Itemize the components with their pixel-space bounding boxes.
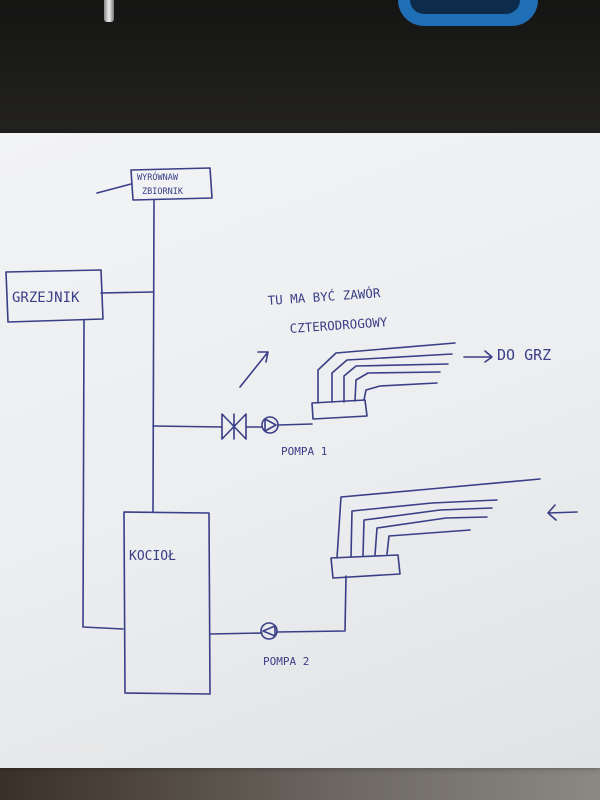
expansion-tank-box	[130, 167, 213, 201]
pump-1-triangle	[264, 418, 277, 432]
valve-note-line2: CZTERODROGOWY	[289, 314, 388, 336]
four-way-valve-icon	[221, 413, 247, 440]
pipe-pump-to-manifold	[277, 423, 313, 426]
pump-2-label: POMPA 2	[263, 655, 309, 668]
radiator-box	[5, 269, 104, 323]
riser-pipe	[152, 199, 155, 513]
return-arrow-icon	[547, 504, 578, 521]
tank-label-line2: ZBIORNIK	[142, 187, 184, 197]
branch-pipe-upper	[152, 425, 223, 428]
boiler-label: KOCIOŁ	[129, 549, 176, 564]
radiator-label: GRZEJNIK	[12, 290, 80, 306]
tank-pointer-line	[96, 183, 132, 194]
pump-2-icon	[260, 622, 278, 640]
radiator-supply-pipe	[100, 291, 154, 294]
pen-tip	[104, 0, 114, 22]
supply-manifold	[311, 399, 368, 420]
paper-sheet	[0, 133, 600, 768]
boiler-box	[123, 511, 211, 695]
pump-1-label: POMPA 1	[281, 445, 327, 458]
blue-cup-shadow	[410, 0, 520, 14]
to-radiators-arrow-icon	[463, 350, 493, 363]
pipe-pump2-to-manifold	[276, 575, 347, 633]
pump-2-triangle	[262, 625, 276, 637]
camera-watermark: Galaxy A32	[38, 741, 107, 756]
note-arrow-icon	[239, 351, 269, 388]
to-radiators-label: DO GRZ	[497, 346, 551, 364]
radiator-return-pipe	[82, 319, 124, 630]
return-manifold-lines	[336, 478, 541, 559]
valve-note-line1: TU MA BYĆ ZAWÓR	[267, 285, 381, 308]
tank-label-line1: WYRÓWNAW	[137, 171, 179, 183]
boiler-return-pipe	[209, 632, 263, 635]
return-manifold	[330, 554, 401, 579]
supply-manifold-lines	[317, 342, 456, 404]
